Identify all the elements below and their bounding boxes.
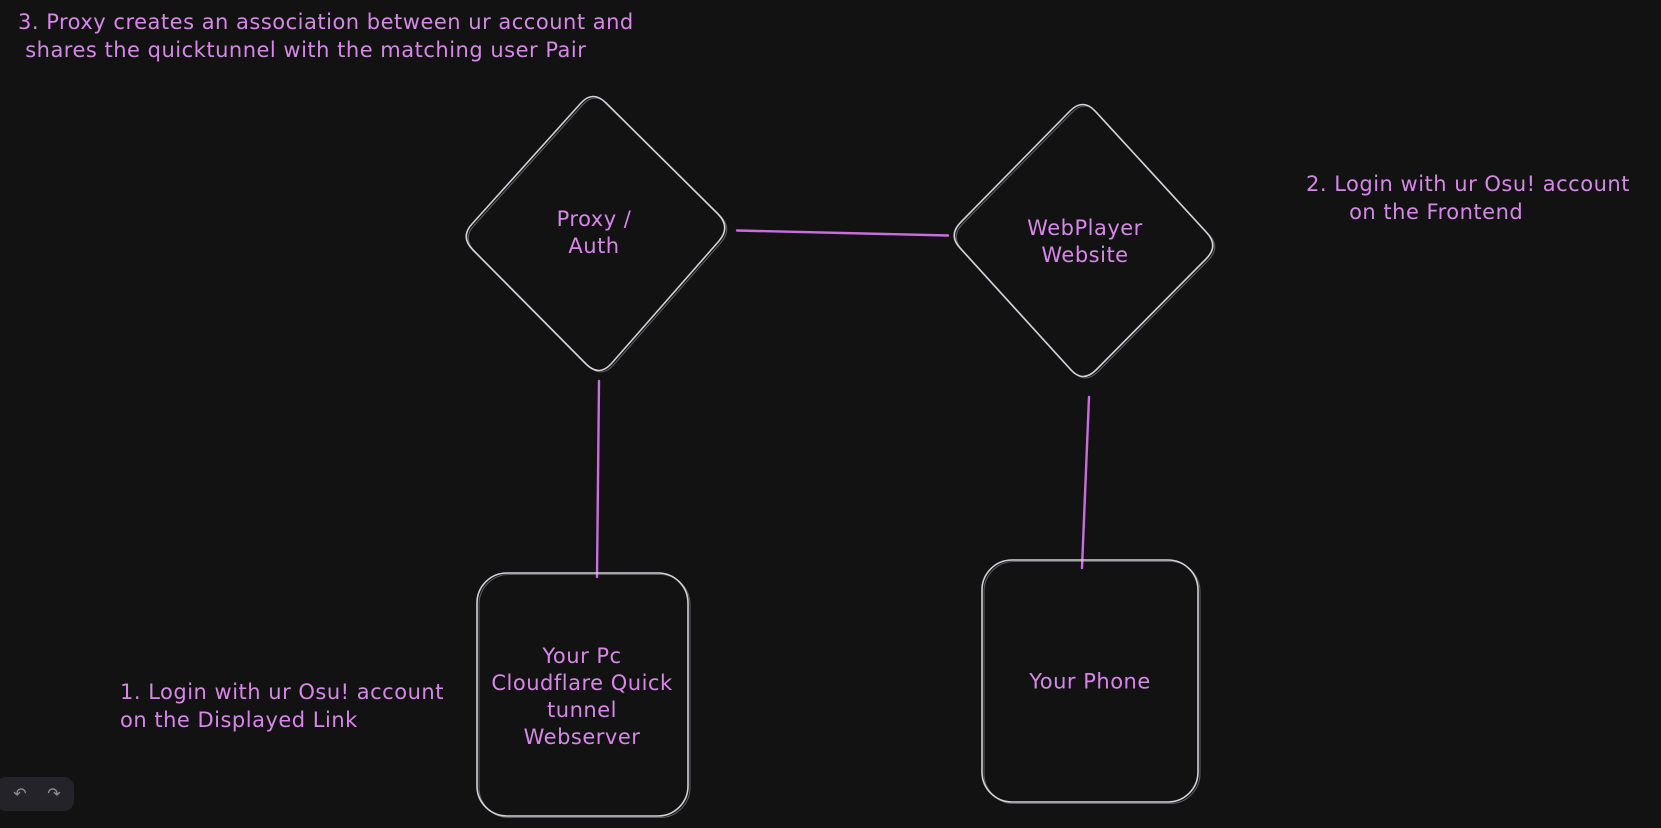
connector-proxy-webplayer[interactable]	[735, 229, 950, 237]
phone-rectangle-ghost	[983, 560, 1201, 805]
undo-redo-island: ↶ ↷	[0, 777, 74, 811]
pc-rectangle-shape[interactable]	[476, 572, 689, 817]
phone-rectangle-shape[interactable]	[981, 559, 1199, 803]
connector-webplayer-phone[interactable]	[1080, 395, 1091, 570]
redo-icon: ↷	[47, 784, 61, 803]
undo-icon: ↶	[13, 784, 27, 803]
redo-button[interactable]: ↷	[42, 781, 66, 807]
pc-rectangle-ghost	[478, 573, 691, 819]
proxy-diamond-shape[interactable]	[465, 95, 726, 372]
node-label-webplayer-website[interactable]: WebPlayer Website	[1027, 216, 1143, 267]
annotation-step-1[interactable]: 1. Login with ur Osu! account on the Dis…	[120, 680, 444, 732]
node-label-your-phone[interactable]: Your Phone	[1029, 669, 1151, 694]
node-label-pc-webserver[interactable]: Your Pc Cloudflare Quick tunnel Webserve…	[491, 644, 673, 749]
node-label-proxy-auth[interactable]: Proxy / Auth	[556, 207, 632, 258]
connector-proxy-pc[interactable]	[595, 379, 601, 579]
annotation-step-2[interactable]: 2. Login with ur Osu! account on the Fro…	[1306, 172, 1630, 224]
webplayer-diamond-shape[interactable]	[953, 103, 1214, 378]
undo-button[interactable]: ↶	[8, 781, 32, 807]
annotation-step-3[interactable]: 3. Proxy creates an association between …	[18, 10, 634, 62]
